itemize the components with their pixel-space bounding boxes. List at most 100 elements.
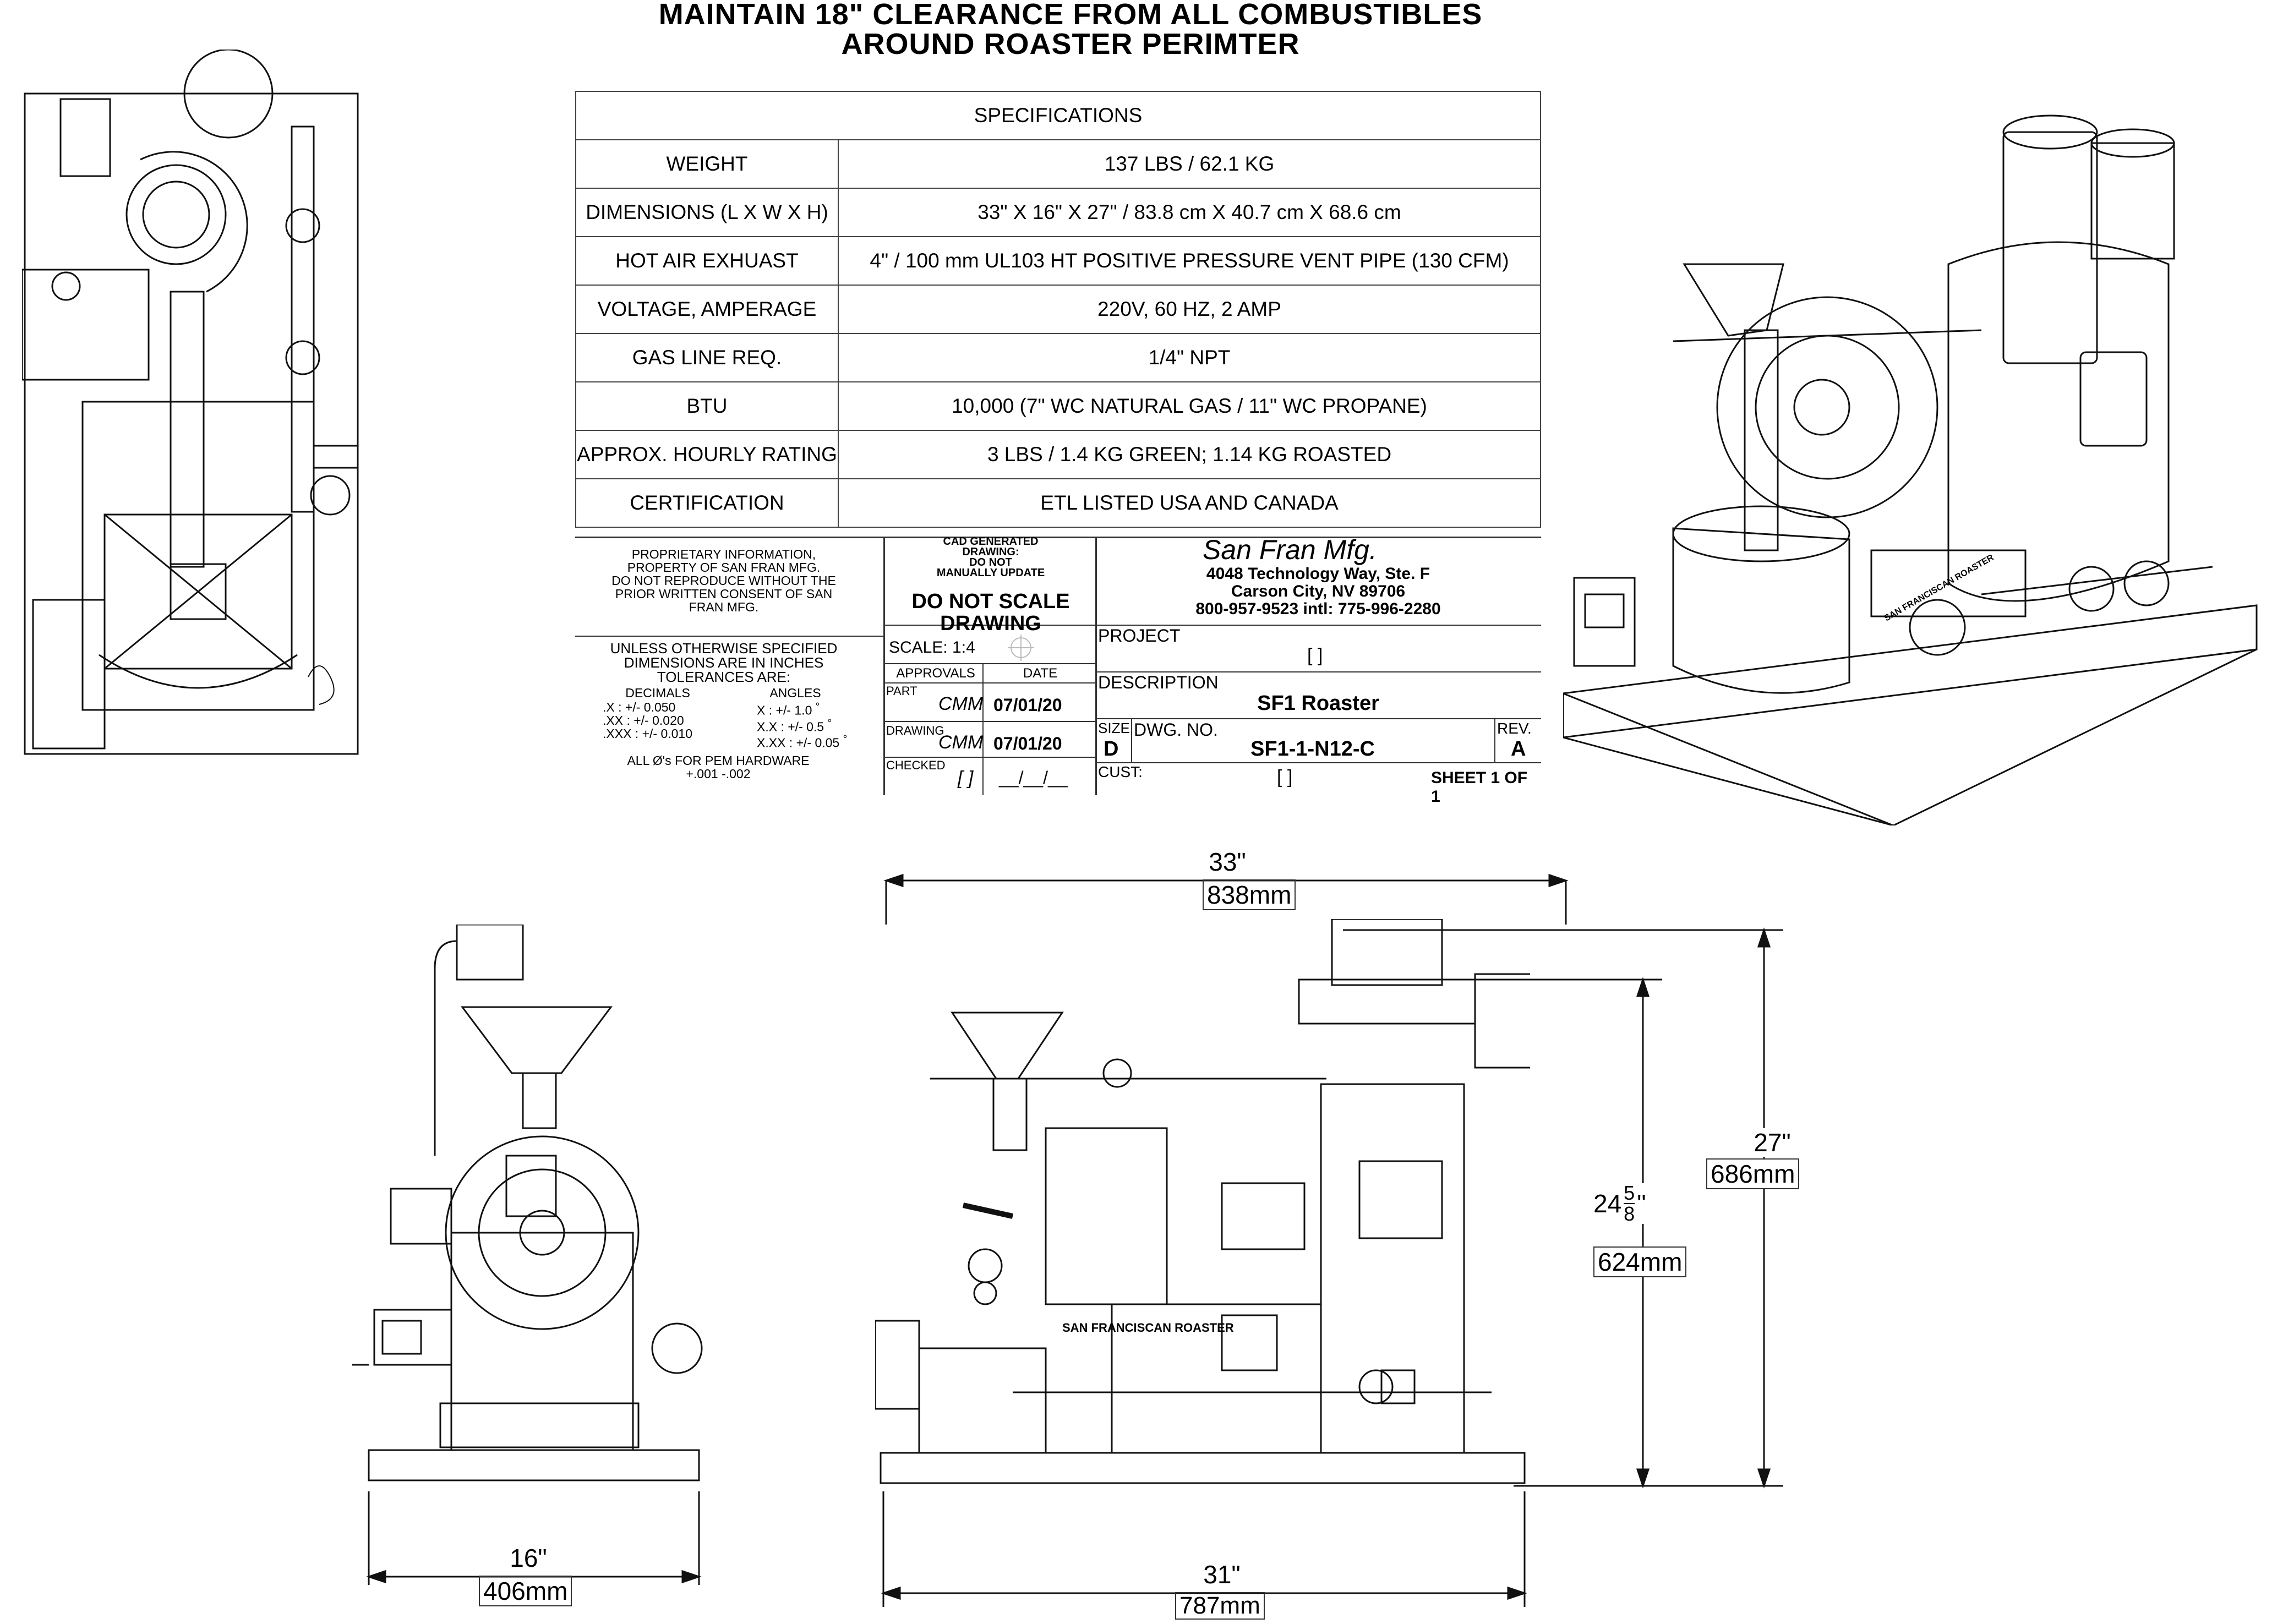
side-view-drawing	[352, 925, 703, 1481]
tolerance-line: TOLERANCES ARE:	[657, 669, 791, 685]
rev-label: REV.	[1497, 720, 1532, 737]
decimal-tolerance: .XXX : +/- 0.010	[603, 726, 693, 741]
proprietary-line: PROPRIETARY INFORMATION,	[631, 547, 816, 561]
width-dimension-mm: 406mm	[479, 1576, 572, 1606]
spec-label: CERTIFICATION	[575, 478, 839, 528]
proprietary-notice: PROPRIETARY INFORMATION, PROPERTY OF SAN…	[597, 548, 850, 614]
degree-symbol: °	[815, 701, 820, 713]
proprietary-line: PRIOR WRITTEN CONSENT OF SAN	[615, 587, 833, 601]
spec-row: DIMENSIONS (L X W X H)33" X 16" X 27" / …	[575, 188, 1541, 237]
dwg-no-value: SF1-1-N12-C	[1250, 737, 1375, 761]
base-dimension-mm: 787mm	[1175, 1592, 1265, 1620]
size-value: D	[1104, 737, 1119, 761]
degree-symbol: °	[827, 717, 832, 729]
degree-symbol: °	[843, 734, 848, 746]
inner-height-numerator: 5	[1624, 1182, 1635, 1204]
tolerance-line: DIMENSIONS ARE IN INCHES	[624, 654, 824, 671]
part-date: 07/01/20	[993, 695, 1062, 715]
title-block: PROPRIETARY INFORMATION, PROPERTY OF SAN…	[575, 534, 1541, 806]
spec-label: DIMENSIONS (L X W X H)	[575, 188, 839, 237]
proprietary-line: DO NOT REPRODUCE WITHOUT THE	[611, 573, 836, 588]
spec-label: APPROX. HOURLY RATING	[575, 430, 839, 479]
tolerance-header: UNLESS OTHERWISE SPECIFIED DIMENSIONS AR…	[586, 641, 861, 684]
pem-line: +.001 -.002	[686, 767, 751, 781]
length-dimension-mm: 838mm	[1203, 879, 1296, 910]
company-phone: 800-957-9523 intl: 775-996-2280	[1195, 600, 1441, 618]
cad-line: MANUALLY UPDATE	[936, 567, 1045, 579]
pem-line: ALL Ø's FOR PEM HARDWARE	[627, 753, 810, 768]
dwg-no-label: DWG. NO.	[1134, 720, 1218, 740]
spec-value: ETL LISTED USA AND CANADA	[838, 478, 1541, 528]
decimals-label: DECIMALS	[625, 686, 690, 700]
cad-generated-note: CAD GENERATED DRAWING: DO NOT MANUALLY U…	[886, 536, 1095, 579]
decimal-tolerance: .XX : +/- 0.020	[603, 713, 684, 728]
description-value: SF1 Roaster	[1257, 692, 1379, 715]
do-not-scale-line: DRAWING	[940, 612, 1041, 635]
width-dimension-in: 16"	[510, 1544, 547, 1572]
project-label: PROJECT	[1098, 626, 1181, 646]
drawing-initials: CMM	[938, 732, 984, 753]
spec-value: 33" X 16" X 27" / 83.8 cm X 40.7 cm X 68…	[838, 188, 1541, 237]
angle-tolerance: X : +/- 1.0 °	[757, 701, 820, 718]
drawing-label: DRAWING	[886, 724, 944, 737]
angle-tolerances: X : +/- 1.0 ° X.X : +/- 0.5 ° X.XX : +/-…	[757, 701, 867, 750]
top-view-drawing	[22, 50, 359, 755]
cust-value: [ ]	[1277, 767, 1293, 788]
spec-label: HOT AIR EXHUAST	[575, 236, 839, 286]
cust-label: CUST:	[1098, 763, 1143, 780]
inner-height-denominator: 8	[1624, 1202, 1635, 1225]
spec-label: BTU	[575, 381, 839, 431]
cad-line: DO NOT	[969, 556, 1012, 568]
angle-tolerance: X.X : +/- 0.5 °	[757, 717, 832, 734]
spec-value: 1/4" NPT	[838, 333, 1541, 382]
date-label: DATE	[1023, 666, 1058, 681]
crosshair-icon	[1008, 635, 1034, 661]
machine-nameplate-front: SAN FRANCISCAN ROASTER	[1062, 1321, 1234, 1335]
proprietary-line: PROPERTY OF SAN FRAN MFG.	[627, 560, 821, 575]
company-name: San Fran Mfg.	[1203, 534, 1377, 565]
part-label: PART	[886, 684, 917, 698]
spec-label: VOLTAGE, AMPERAGE	[575, 285, 839, 334]
sheet-number: SHEET 1 OF 1	[1431, 769, 1528, 806]
isometric-view-drawing	[1563, 114, 2258, 825]
checked-initials: [ ]	[958, 768, 974, 789]
scale-value: SCALE: 1:4	[889, 638, 975, 657]
tolerance-line: UNLESS OTHERWISE SPECIFIED	[610, 640, 838, 657]
project-value: [ ]	[1307, 645, 1323, 666]
angles-label: ANGLES	[769, 686, 821, 700]
spec-value: 3 LBS / 1.4 KG GREEN; 1.14 KG ROASTED	[838, 430, 1541, 479]
pem-note: ALL Ø's FOR PEM HARDWARE +.001 -.002	[608, 754, 828, 780]
spec-label: GAS LINE REQ.	[575, 333, 839, 382]
inner-height-dimension-mm: 624mm	[1593, 1246, 1687, 1277]
inner-height-fraction: 5 8	[1624, 1183, 1635, 1224]
part-initials: CMM	[938, 693, 984, 714]
base-dimension-in: 31"	[1203, 1560, 1241, 1589]
spec-label: WEIGHT	[575, 139, 839, 189]
do-not-scale: DO NOT SCALE DRAWING	[886, 590, 1095, 635]
drawing-date: 07/01/20	[993, 734, 1062, 753]
specifications-title: SPECIFICATIONS	[575, 91, 1541, 140]
inner-height-unit: "	[1637, 1189, 1646, 1218]
length-dimension-in: 33"	[1209, 847, 1246, 876]
spec-value: 4" / 100 mm UL103 HT POSITIVE PRESSURE V…	[838, 236, 1541, 286]
front-view-drawing	[875, 919, 1530, 1484]
description-label: DESCRIPTION	[1098, 672, 1219, 692]
approvals-label: APPROVALS	[896, 666, 975, 681]
rev-value: A	[1511, 737, 1526, 761]
company-address-1: 4048 Technology Way, Ste. F	[1206, 565, 1430, 583]
decimal-tolerances: .X : +/- 0.050 .XX : +/- 0.020 .XXX : +/…	[603, 701, 713, 740]
company-address-2: Carson City, NV 89706	[1231, 582, 1406, 600]
clearance-warning-line2: AROUND ROASTER PERIMTER	[841, 28, 1300, 61]
cad-line: DRAWING:	[962, 546, 1019, 558]
inner-height-whole: 24	[1593, 1189, 1622, 1218]
spec-row: GAS LINE REQ.1/4" NPT	[575, 333, 1541, 382]
inner-height-dimension: 24 5 8 "	[1593, 1183, 1646, 1224]
spec-value: 10,000 (7" WC NATURAL GAS / 11" WC PROPA…	[838, 381, 1541, 431]
checked-date: __/__/__	[999, 768, 1068, 788]
